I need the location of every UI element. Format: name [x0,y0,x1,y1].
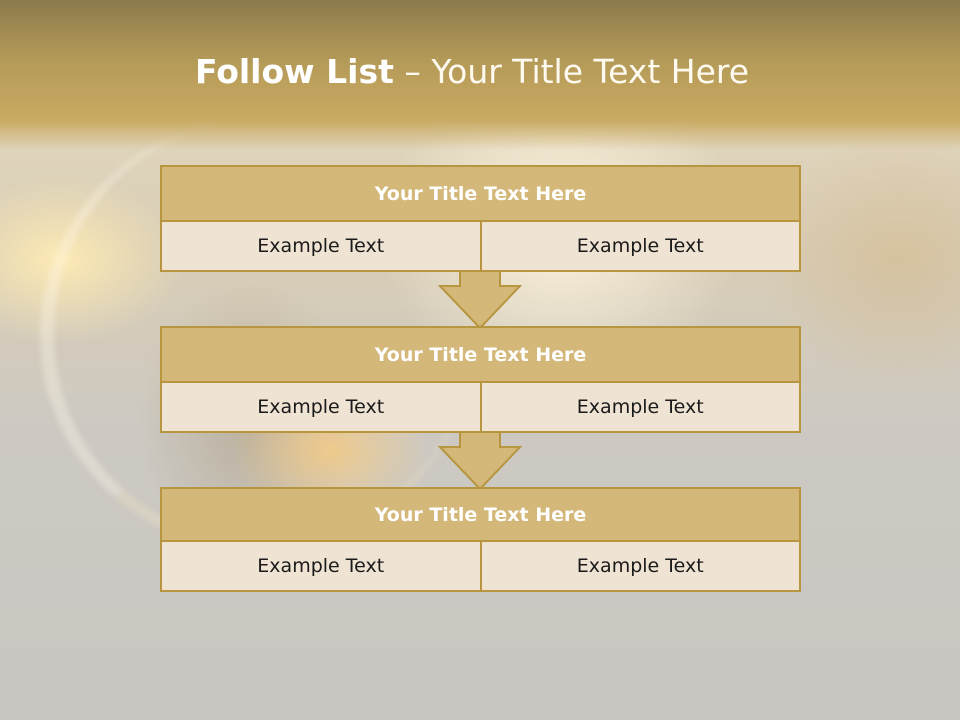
header-band [0,0,960,150]
block-title: Your Title Text Here [160,165,801,222]
slide-title-rest: – Your Title Text Here [393,52,750,91]
list-block-3: Your Title Text Here Example Text Exampl… [160,487,801,592]
block-cell-left: Example Text [257,396,385,418]
down-arrow-icon [438,431,522,491]
slide-title: Follow List – Your Title Text Here [0,52,944,91]
block-title: Your Title Text Here [160,326,801,383]
down-arrow-icon [438,270,522,330]
block-row: Example Text Example Text [160,383,801,433]
block-row: Example Text Example Text [160,222,801,272]
block-cell-right: Example Text [479,542,800,590]
block-row: Example Text Example Text [160,542,801,592]
block-cell-left: Example Text [257,555,385,577]
block-cell-right: Example Text [479,383,800,431]
block-cell-left: Example Text [257,235,385,257]
list-block-2: Your Title Text Here Example Text Exampl… [160,326,801,433]
block-title: Your Title Text Here [160,487,801,542]
slide-title-bold: Follow List [194,52,394,91]
list-block-1: Your Title Text Here Example Text Exampl… [160,165,801,272]
block-cell-right: Example Text [479,222,800,270]
